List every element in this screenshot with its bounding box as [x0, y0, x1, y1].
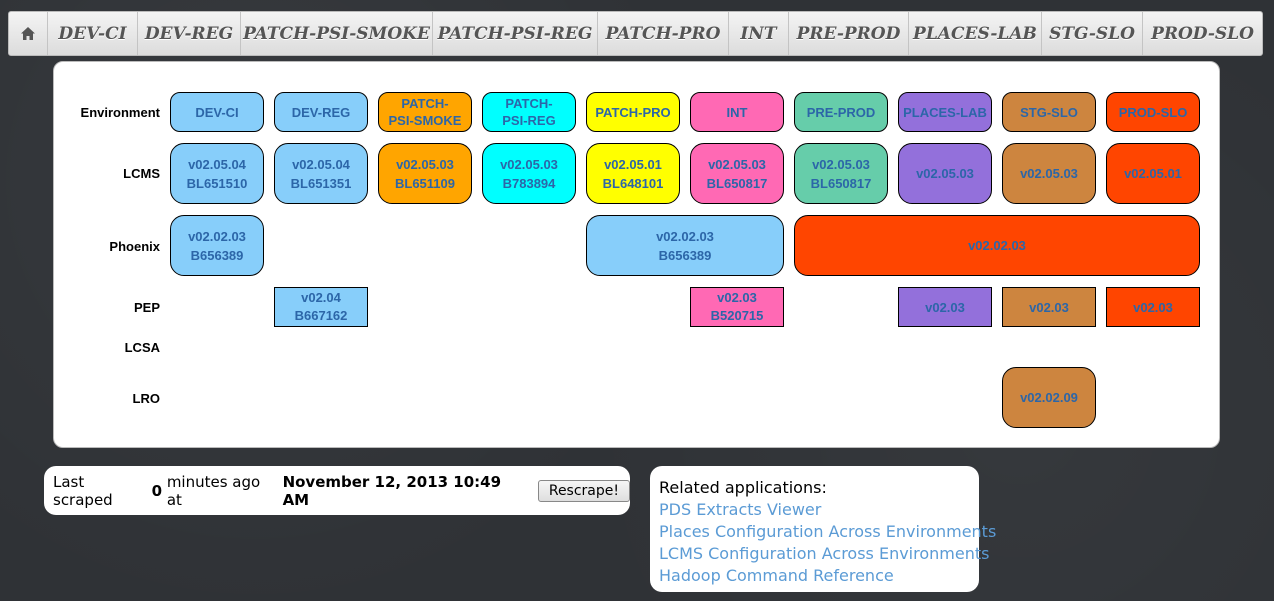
row-label-lcms: LCMS	[123, 166, 160, 181]
row-label-pep: PEP	[133, 300, 160, 315]
link-hadoop-command-reference[interactable]: Hadoop Command Reference	[659, 566, 894, 585]
env-stg-slo[interactable]: STG-SLO	[1002, 92, 1096, 132]
nav-tab-int[interactable]: INT	[729, 12, 789, 55]
env-dev-ci[interactable]: DEV-CI	[170, 92, 264, 132]
nav-tab-patch-psi-smoke[interactable]: PATCH-PSI-SMOKE	[241, 12, 433, 55]
link-places-configuration[interactable]: Places Configuration Across Environments	[659, 522, 997, 541]
scrape-status-box: Last scraped 0 minutes ago at November 1…	[44, 466, 630, 515]
scrape-minutes: 0	[151, 481, 163, 500]
environment-nav-bar: DEV-CI DEV-REG PATCH-PSI-SMOKE PATCH-PSI…	[8, 11, 1263, 56]
env-prod-slo[interactable]: PROD-SLO	[1106, 92, 1200, 132]
pep-stg-slo: v02.03	[1002, 287, 1096, 327]
nav-tab-pre-prod[interactable]: PRE-PROD	[789, 12, 909, 55]
related-heading: Related applications:	[659, 478, 827, 497]
nav-tab-places-lab[interactable]: PLACES-LAB	[909, 12, 1042, 55]
nav-tab-patch-psi-reg[interactable]: PATCH-PSI-REG	[433, 12, 598, 55]
nav-tab-dev-reg[interactable]: DEV-REG	[138, 12, 241, 55]
row-label-lro: LRO	[132, 391, 160, 406]
home-icon[interactable]	[9, 12, 48, 55]
env-patch-psi-reg[interactable]: PATCH-PSI-REG	[482, 92, 576, 132]
env-places-lab[interactable]: PLACES-LAB	[898, 92, 992, 132]
row-label-lcsa: LCSA	[124, 340, 160, 355]
nav-tab-patch-pro[interactable]: PATCH-PRO	[598, 12, 729, 55]
nav-tab-stg-slo[interactable]: STG-SLO	[1042, 12, 1143, 55]
nav-tab-dev-ci[interactable]: DEV-CI	[48, 12, 138, 55]
scrape-middle: minutes ago at	[166, 472, 261, 509]
row-label-environment: Environment	[80, 105, 160, 120]
lcms-places-lab: v02.05.03	[898, 143, 992, 204]
env-pre-prod[interactable]: PRE-PROD	[794, 92, 888, 132]
environment-matrix-panel: Environment LCMS Phoenix PEP LCSA LRO DE…	[53, 61, 1220, 448]
row-label-phoenix: Phoenix	[109, 239, 160, 254]
nav-tab-prod-slo[interactable]: PROD-SLO	[1151, 23, 1254, 44]
env-int[interactable]: INT	[690, 92, 784, 132]
link-pds-extracts-viewer[interactable]: PDS Extracts Viewer	[659, 500, 822, 519]
link-lcms-configuration[interactable]: LCMS Configuration Across Environments	[659, 544, 990, 563]
env-patch-psi-smoke[interactable]: PATCH-PSI-SMOKE	[378, 92, 472, 132]
pep-prod-slo: v02.03	[1106, 287, 1200, 327]
lcms-stg-slo: v02.05.03	[1002, 143, 1096, 204]
rescrape-button[interactable]: Rescrape!	[537, 479, 630, 502]
scrape-timestamp: November 12, 2013 10:49 AM	[282, 472, 502, 509]
related-applications-box: Related applications: PDS Extracts Viewe…	[650, 466, 997, 592]
lcms-prod-slo: v02.05.01	[1106, 143, 1200, 204]
pep-places-lab: v02.03	[898, 287, 992, 327]
env-dev-reg[interactable]: DEV-REG	[274, 92, 368, 132]
phoenix-pre-prod-to-prod-slo: v02.02.03	[794, 215, 1200, 276]
env-patch-pro[interactable]: PATCH-PRO	[586, 92, 680, 132]
lro-stg-slo: v02.02.09	[1002, 367, 1096, 428]
scrape-prefix: Last scraped	[53, 472, 113, 509]
